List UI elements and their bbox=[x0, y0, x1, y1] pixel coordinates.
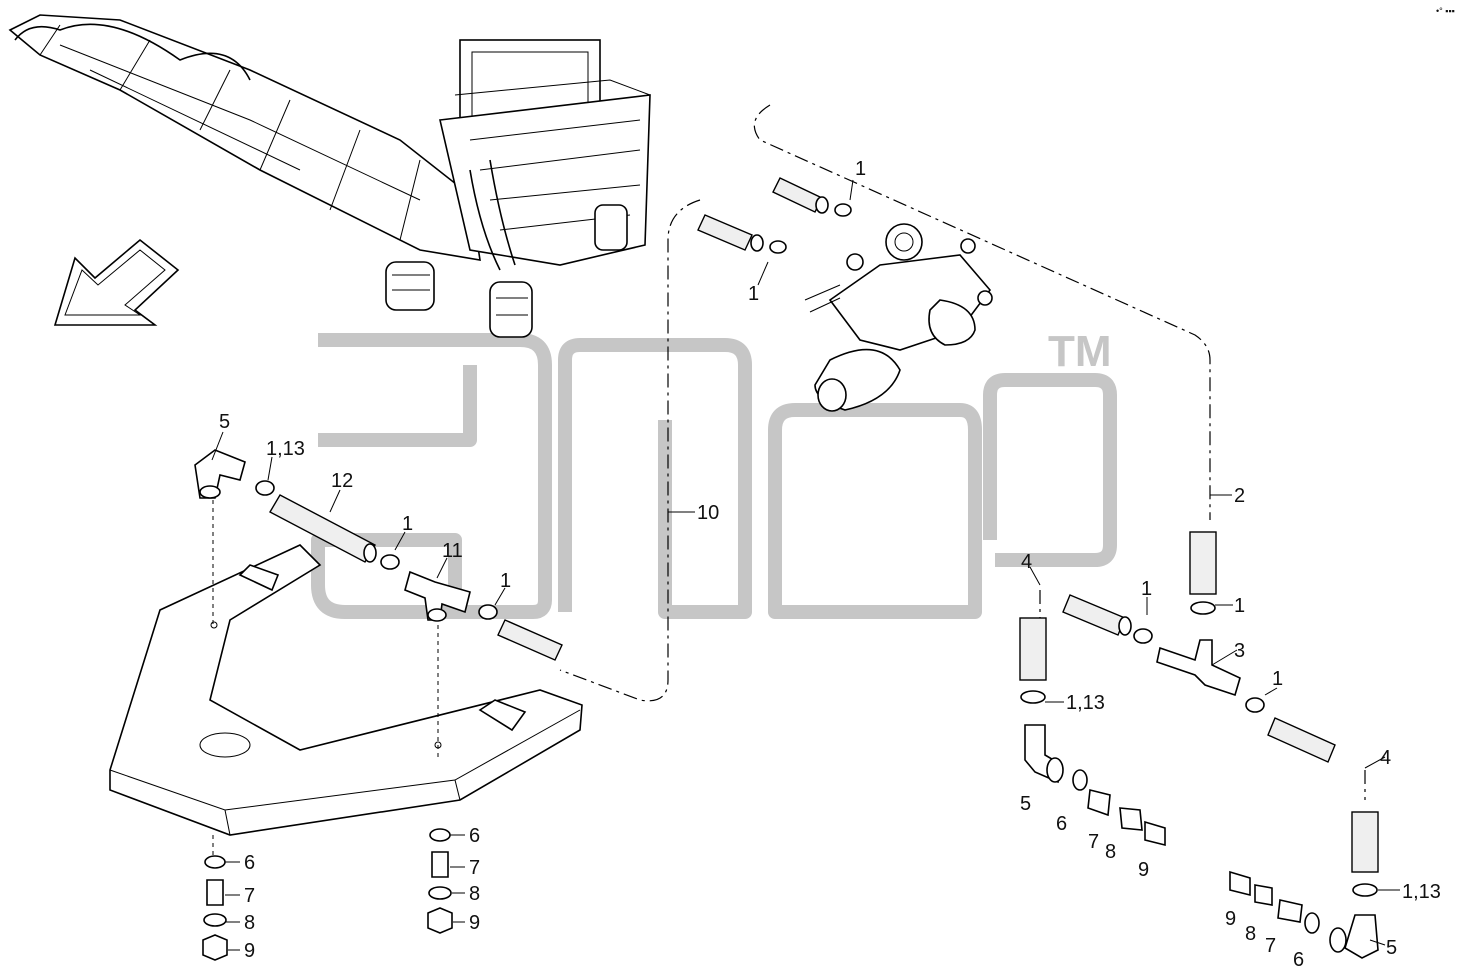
callout-label: 5 bbox=[1020, 793, 1031, 815]
corner-mark: •° ▪▪▪ bbox=[1436, 6, 1455, 16]
callout-label: 7 bbox=[1088, 831, 1099, 853]
callout-label: 1,13 bbox=[1066, 692, 1105, 714]
callout-label: 9 bbox=[244, 940, 255, 962]
callout-label: 6 bbox=[244, 852, 255, 874]
callout-label: 1 bbox=[1272, 668, 1283, 690]
fastener-stack-left bbox=[202, 855, 228, 961]
callout-label: 7 bbox=[469, 857, 480, 879]
hose-right-upper bbox=[1062, 594, 1153, 644]
hose-right-lower bbox=[1245, 697, 1336, 763]
callout-label: 5 bbox=[1386, 937, 1397, 959]
hose-left-lower bbox=[478, 604, 563, 661]
callout-label: 7 bbox=[244, 885, 255, 907]
callout-label: 8 bbox=[1245, 923, 1256, 945]
callout-label: 6 bbox=[1056, 813, 1067, 835]
callout-label: 5 bbox=[219, 411, 230, 433]
elbow-fitting-left bbox=[194, 449, 246, 499]
pump-assembly bbox=[804, 223, 993, 412]
callout-label: 1 bbox=[1141, 578, 1152, 600]
watermark-trademark: TM bbox=[1048, 327, 1112, 376]
callout-label: 4 bbox=[1021, 551, 1032, 573]
callout-labels: 1 1 5 1,13 12 1 11 1 10 2 4 1 1 3 1 1,13… bbox=[219, 158, 1441, 971]
callout-label: 4 bbox=[1380, 747, 1391, 769]
hose-right-4a bbox=[1019, 617, 1047, 704]
elbow-fitting-right bbox=[1024, 724, 1166, 847]
mounting-plate bbox=[109, 544, 583, 836]
callout-label: 1 bbox=[748, 283, 759, 305]
callout-label: 7 bbox=[1265, 935, 1276, 957]
callout-label: 1 bbox=[402, 513, 413, 535]
tee-fitting-right bbox=[1156, 639, 1241, 697]
callout-label: 1 bbox=[500, 570, 511, 592]
callout-label: 8 bbox=[1105, 841, 1116, 863]
hose-route-line-outer bbox=[753, 104, 1211, 520]
leader-lines bbox=[211, 179, 1400, 951]
watermark-logo: TM bbox=[311, 327, 1117, 619]
callout-label: 2 bbox=[1234, 485, 1245, 507]
machine-illustration bbox=[8, 14, 651, 338]
fastener-stack-center bbox=[427, 828, 453, 934]
callout-label: 1,13 bbox=[266, 438, 305, 460]
hose-top-2 bbox=[697, 214, 787, 254]
hose-top-1 bbox=[772, 177, 852, 217]
callout-label: 9 bbox=[1138, 859, 1149, 881]
callout-label: 9 bbox=[1225, 908, 1236, 930]
hose-left-12 bbox=[255, 480, 400, 570]
direction-arrow-icon bbox=[53, 238, 180, 326]
callout-label: 6 bbox=[469, 825, 480, 847]
callout-label: 1 bbox=[1234, 595, 1245, 617]
tee-fitting-left bbox=[404, 570, 471, 622]
callout-label: 8 bbox=[469, 883, 480, 905]
hose-right-2 bbox=[1189, 531, 1217, 615]
callout-label: 6 bbox=[1293, 949, 1304, 971]
callout-label: 12 bbox=[331, 470, 353, 492]
callout-label: 11 bbox=[442, 540, 463, 562]
callout-label: 3 bbox=[1234, 640, 1245, 662]
callout-label: 9 bbox=[469, 912, 480, 934]
elbow-fitting-bottom-right bbox=[1229, 870, 1379, 959]
callout-label: 1,13 bbox=[1402, 881, 1441, 903]
callout-label: 8 bbox=[244, 912, 255, 934]
hose-route-line-10 bbox=[559, 199, 701, 702]
callout-label: 10 bbox=[697, 502, 719, 524]
callout-label: 1 bbox=[855, 158, 866, 180]
hose-right-4b bbox=[1351, 811, 1379, 897]
